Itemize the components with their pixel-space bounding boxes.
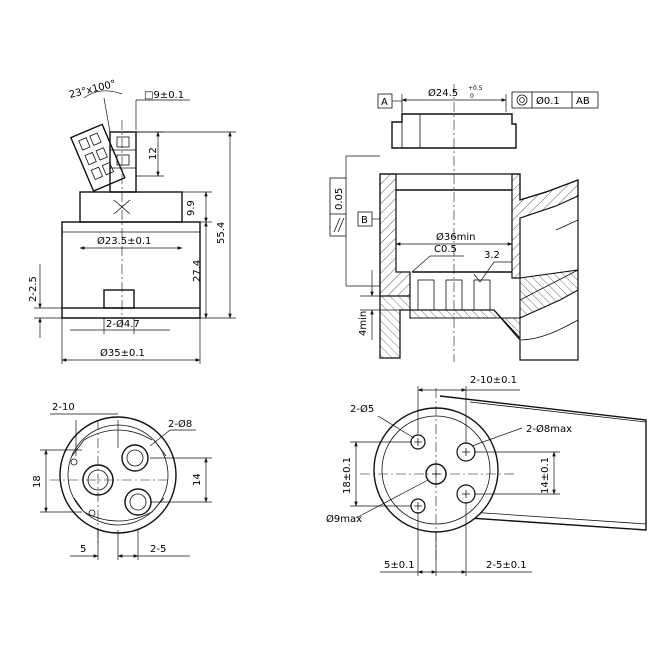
seat-section-view: A B Ø24.5 +0.5 0 Ø0.1 AB 0.05 Ø36min C0.… [329, 84, 599, 362]
datum-a-label: A [381, 97, 388, 108]
dia-35-label: Ø35±0.1 [100, 347, 145, 359]
seat-dim-2-5: 2-5±0.1 [486, 560, 527, 571]
bottom-dim-5: 5 [80, 544, 86, 555]
seat-dim-14: 14±0.1 [540, 457, 551, 494]
cartridge-bottom-view: 2-10 2-Ø8 18 14 5 2-5 [32, 402, 212, 560]
dia-2-4-7-label: 2-Ø4.7 [106, 318, 140, 330]
bottom-dim-14: 14 [192, 473, 203, 486]
dim-2-2-5-label: 2-2.5 [28, 276, 39, 302]
base-tab [103, 289, 135, 309]
concentricity-value: Ø0.1 [536, 95, 560, 107]
angle-label: 23°x100° [68, 79, 117, 101]
seat-dim-18: 18±0.1 [342, 457, 353, 494]
seat-dim-d9: Ø9max [326, 513, 362, 525]
roughness-label: 3.2 [484, 250, 500, 261]
chamfer-label: C0.5 [434, 244, 457, 255]
parallel-icon [333, 217, 341, 233]
seat-top-view: 2-10±0.1 2-Ø5 2-Ø8max 18±0.1 14±0.1 Ø9ma… [326, 375, 647, 576]
dim-55-4-label: 55.4 [216, 222, 227, 244]
bottom-dim-2-10: 2-10 [52, 402, 75, 413]
tol-lower-label: 0 [470, 93, 474, 100]
parallel-frame [329, 177, 347, 237]
seat-body-outline [439, 395, 647, 531]
cartridge-neck [79, 191, 183, 223]
concentricity-icon [516, 94, 528, 106]
bottom-dim-18: 18 [32, 475, 43, 488]
bottom-dim-2-5: 2-5 [150, 544, 166, 555]
dim-27-4-label: 27.4 [192, 260, 203, 282]
datum-b-label: B [361, 215, 368, 226]
depth-4-label: 4min [358, 311, 369, 336]
floor-section [379, 295, 521, 359]
stem [109, 131, 137, 193]
seat-dim-2-10: 2-10±0.1 [470, 375, 517, 386]
seat-dim-2-d5: 2-Ø5 [350, 403, 374, 415]
left-wall-section [379, 173, 411, 297]
bottom-port-bottom [124, 488, 152, 516]
parallel-value: 0.05 [334, 188, 345, 210]
cartridge-side-view: 23°x100° □9±0.1 12 9.9 55.4 27.4 2-2.5 Ø… [28, 79, 236, 364]
dia-24-5-label: Ø24.5 [428, 87, 458, 99]
bottom-dim-2-d8: 2-Ø8 [168, 418, 192, 430]
seat-dim-5: 5±0.1 [384, 560, 415, 571]
concentricity-frame [511, 91, 599, 109]
dim-9-9-label: 9.9 [186, 200, 197, 216]
concentricity-ref: AB [576, 96, 590, 107]
cartridge-body [61, 221, 201, 309]
dia-23-5-label: Ø23.5±0.1 [97, 235, 151, 247]
dim-12-label: 12 [148, 147, 159, 160]
right-wall-section [511, 173, 579, 279]
tilted-spline [69, 123, 126, 192]
square-dim-label: □9±0.1 [144, 90, 184, 101]
cartridge-base [61, 308, 201, 319]
tol-upper-label: +0.5 [468, 85, 483, 92]
dia-36-label: Ø36min [436, 231, 475, 243]
seat-dim-2-d8: 2-Ø8max [526, 423, 572, 435]
bottom-port-top [121, 444, 149, 472]
